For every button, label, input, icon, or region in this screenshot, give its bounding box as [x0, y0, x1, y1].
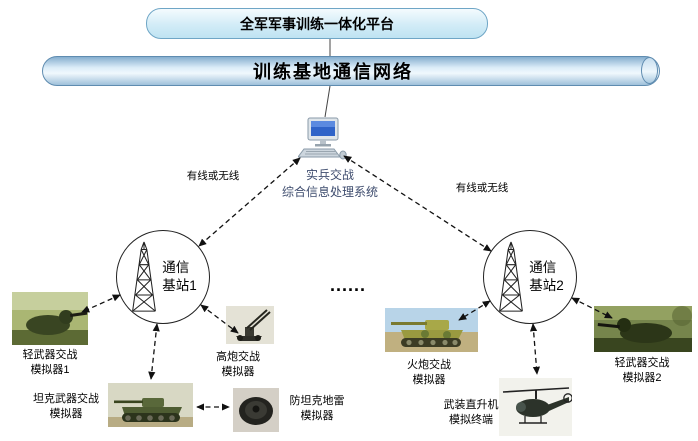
station2-label-line1: 通信	[529, 259, 557, 275]
helicopter-sim-label: 武装直升机 模拟终端	[436, 398, 506, 429]
light-weapon-sim1-label-line2: 模拟器1	[30, 364, 70, 377]
aa-gun-sim-image	[226, 306, 274, 344]
aa-gun-sim-label-line2: 模拟器	[221, 366, 255, 379]
mine-sim-label-line1: 防坦克地雷	[289, 395, 345, 407]
tank-sim-label-line1: 坦克武器交战	[33, 393, 99, 405]
processor-label-line1: 实兵交战	[305, 168, 354, 182]
processor-label-line2: 综合信息处理系统	[281, 185, 378, 200]
station1-label: 通信 基站1	[162, 259, 197, 295]
light-weapon-sim2-label: 轻武器交战 模拟器2	[596, 356, 688, 387]
station1-label-line1: 通信	[162, 259, 190, 275]
mine-sim-label: 防坦克地雷 模拟器	[282, 394, 352, 425]
station2-label-line2: 基站2	[529, 278, 564, 293]
tank-sim-image	[108, 383, 193, 427]
light-weapon-sim1-label-line1: 轻武器交战	[22, 349, 78, 361]
right-link-label: 有线或无线	[455, 182, 509, 194]
helicopter-sim-label-line2: 模拟终端	[449, 414, 493, 427]
processor-node	[297, 117, 348, 161]
mine-sim-label-line2: 模拟器	[300, 410, 334, 423]
computer-icon	[297, 117, 347, 160]
light-weapon-sim2-label-line2: 模拟器2	[622, 372, 662, 385]
ellipsis: ......	[329, 275, 366, 295]
platform-label: 全军军事训练一体化平台	[240, 15, 394, 32]
station2-label: 通信 基站2	[529, 259, 564, 295]
light-weapon-sim1-image	[12, 292, 88, 345]
artillery-sim-image	[385, 308, 478, 352]
aa-gun-sim-label-line1: 高炮交战	[216, 351, 260, 363]
processor-label: 实兵交战 综合信息处理系统	[262, 167, 398, 202]
tank-sim-label-line2: 模拟器	[49, 408, 83, 421]
artillery-sim-label-line2: 模拟器	[412, 374, 446, 387]
light-weapon-sim2-label-line1: 轻武器交战	[614, 357, 670, 369]
tank-sim-label: 坦克武器交战 模拟器	[22, 392, 110, 423]
station1-node: 通信 基站1	[116, 230, 210, 324]
mine-sim-image	[233, 388, 279, 432]
helicopter-sim-image	[499, 378, 573, 436]
antenna-tower-icon	[499, 241, 524, 312]
helicopter-sim-label-line1: 武装直升机	[443, 399, 499, 411]
backbone-label: 训练基地通信网络	[253, 61, 413, 82]
arrow-station1-tank	[148, 323, 160, 380]
platform-node: 全军军事训练一体化平台	[146, 8, 488, 39]
arrow-station2-helicopter	[529, 323, 541, 375]
artillery-sim-label: 火炮交战 模拟器	[394, 358, 464, 389]
light-weapon-sim2-image	[594, 306, 692, 352]
station2-node: 通信 基站2	[483, 230, 577, 324]
pipe-end-cap	[641, 57, 658, 84]
light-weapon-sim1-label: 轻武器交战 模拟器1	[4, 348, 96, 379]
link-backbone-processor	[324, 85, 331, 118]
aa-gun-sim-label: 高炮交战 模拟器	[200, 350, 276, 381]
antenna-tower-icon	[132, 241, 157, 312]
left-link-label: 有线或无线	[186, 170, 240, 182]
backbone-pipe: 训练基地通信网络	[42, 56, 660, 86]
artillery-sim-label-line1: 火炮交战	[407, 359, 451, 371]
station1-label-line2: 基站1	[162, 278, 197, 293]
